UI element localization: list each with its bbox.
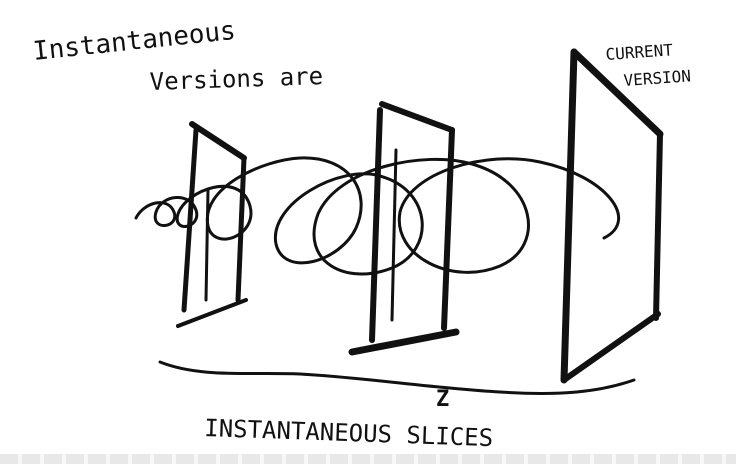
label-z: Z: [436, 387, 449, 412]
label-version: VERSION: [623, 66, 692, 90]
label-instantaneous: Instantaneous: [32, 16, 238, 67]
label-versions-are: Versions are: [149, 62, 323, 96]
z-axis-curve: [158, 360, 636, 395]
slice-frame-current: [560, 48, 664, 384]
scan-footer-band: [0, 454, 736, 464]
label-current: CURRENT: [605, 40, 674, 64]
slice-frame-2: [348, 101, 460, 356]
helix-path: [134, 156, 620, 276]
label-instantaneous-slices: INSTANTANEOUS SLICES: [204, 414, 494, 452]
